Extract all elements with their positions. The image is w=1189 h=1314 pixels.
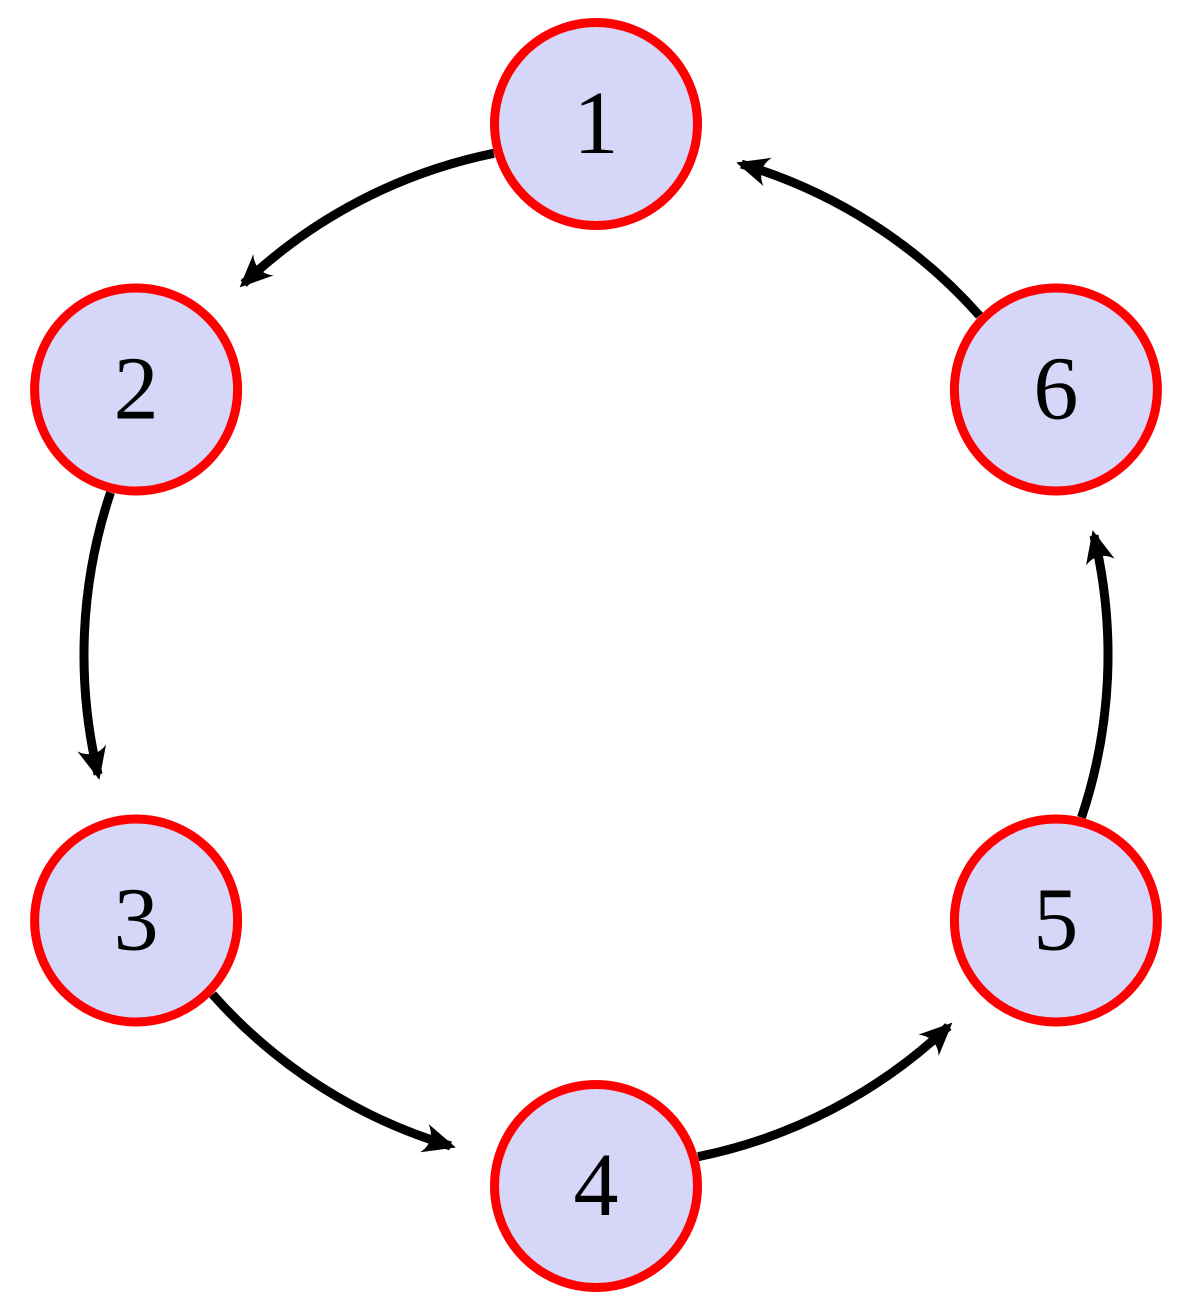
- edge-arrow-2-to-3: [77, 491, 115, 780]
- node-circle-6: [949, 283, 1162, 496]
- node-label-4: 4: [574, 1136, 619, 1235]
- node-1: 1: [490, 18, 702, 230]
- node-label-5: 5: [1033, 871, 1078, 970]
- edge-arrow-6-to-1: [736, 157, 983, 319]
- edge-arrow-4-to-5: [697, 1022, 953, 1162]
- node-circle-1: [490, 18, 702, 230]
- node-3: 3: [30, 814, 243, 1027]
- node-5: 5: [949, 814, 1162, 1027]
- edges-layer: [77, 148, 1115, 1162]
- node-label-2: 2: [114, 340, 159, 439]
- node-circle-3: [30, 814, 243, 1027]
- node-circle-5: [949, 814, 1162, 1027]
- node-6: 6: [949, 283, 1162, 496]
- node-4: 4: [490, 1080, 702, 1292]
- nodes-layer: 1 2 3 4 5 6: [30, 18, 1162, 1292]
- edge-arrow-1-to-2: [239, 148, 495, 288]
- node-2: 2: [30, 283, 243, 496]
- node-circle-2: [30, 283, 243, 496]
- edge-arrow-5-to-6: [1077, 530, 1115, 819]
- node-label-6: 6: [1033, 340, 1078, 439]
- node-circle-4: [490, 1080, 702, 1292]
- node-label-1: 1: [574, 74, 619, 173]
- edge-arrow-3-to-4: [209, 991, 456, 1153]
- node-label-3: 3: [114, 871, 159, 970]
